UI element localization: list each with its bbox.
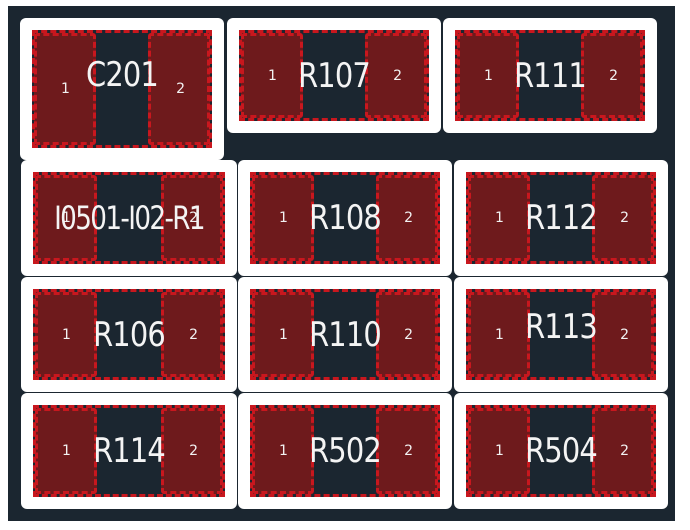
pad-1[interactable]: 1 [457, 33, 519, 118]
pad-number: 1 [495, 326, 504, 343]
pad-2[interactable]: 2 [161, 408, 223, 494]
pad-number: 1 [279, 326, 288, 343]
pad-2[interactable]: 2 [592, 175, 654, 261]
pad-number: 1 [62, 443, 71, 459]
pcb-board-canvas[interactable]: 1 2 C201 1 2 R107 1 2 R111 1 2 I0501-I02… [8, 6, 675, 521]
footprint-r107[interactable]: 1 2 R107 [227, 18, 441, 133]
pad-number: 2 [404, 443, 413, 459]
pad-1[interactable]: 1 [468, 408, 530, 494]
footprint-r111[interactable]: 1 2 R111 [443, 18, 657, 133]
pad-number: 2 [189, 210, 198, 226]
pad-number: 1 [279, 210, 288, 226]
pad-1[interactable]: 1 [35, 175, 97, 261]
reference-designator: R107 [298, 55, 371, 96]
reference-designator: R502 [309, 431, 382, 471]
pad-1[interactable]: 1 [35, 408, 97, 494]
pad-number: 1 [495, 210, 504, 226]
pad-number: 2 [393, 67, 402, 84]
pad-number: 2 [620, 443, 629, 459]
pad-number: 2 [404, 326, 413, 343]
pad-1[interactable]: 1 [252, 292, 314, 377]
pad-2[interactable]: 2 [592, 292, 654, 377]
pad-number: 1 [279, 443, 288, 459]
pad-1[interactable]: 1 [241, 33, 303, 118]
pad-2[interactable]: 2 [376, 408, 438, 494]
footprint-c201[interactable]: 1 2 C201 [20, 18, 224, 160]
footprint-r110[interactable]: 1 2 R110 [238, 277, 452, 392]
footprint-r114[interactable]: 1 2 R114 [21, 393, 237, 509]
pad-number: 2 [404, 210, 413, 226]
pad-number: 1 [268, 67, 277, 84]
pad-2[interactable]: 2 [161, 175, 223, 261]
pad-number: 2 [189, 326, 198, 343]
pad-number: 1 [484, 67, 493, 84]
pad-2[interactable]: 2 [376, 175, 438, 261]
pad-number: 2 [176, 81, 185, 97]
pad-number: 1 [61, 81, 70, 97]
reference-designator: R108 [309, 198, 382, 238]
pad-2[interactable]: 2 [581, 33, 643, 118]
pad-number: 1 [62, 326, 71, 343]
footprint-r504[interactable]: 1 2 R504 [454, 393, 668, 509]
footprint-r106[interactable]: 1 2 R106 [21, 277, 237, 392]
reference-designator: R114 [93, 431, 166, 471]
pad-2[interactable]: 2 [148, 33, 210, 145]
footprint-i0501-i02-r1[interactable]: 1 2 I0501-I02-R1 [21, 160, 237, 276]
pad-number: 1 [495, 443, 504, 459]
footprint-r502[interactable]: 1 2 R502 [238, 393, 452, 509]
footprint-r113[interactable]: 1 2 R113 [454, 277, 668, 392]
footprint-r108[interactable]: 1 2 R108 [238, 160, 452, 276]
pad-2[interactable]: 2 [592, 408, 654, 494]
pad-2[interactable]: 2 [376, 292, 438, 377]
pad-2[interactable]: 2 [161, 292, 223, 377]
reference-designator: R504 [525, 431, 598, 471]
footprint-r112[interactable]: 1 2 R112 [454, 160, 668, 276]
pad-1[interactable]: 1 [34, 33, 96, 145]
reference-designator: R110 [309, 314, 382, 355]
pad-number: 2 [609, 67, 618, 84]
pad-1[interactable]: 1 [468, 292, 530, 377]
reference-designator: I0501-I02-R1 [54, 199, 205, 237]
pad-1[interactable]: 1 [468, 175, 530, 261]
reference-designator: C201 [86, 54, 159, 95]
pad-1[interactable]: 1 [252, 408, 314, 494]
reference-designator: R106 [93, 314, 166, 355]
pad-2[interactable]: 2 [365, 33, 427, 118]
pad-number: 2 [620, 326, 629, 343]
pad-1[interactable]: 1 [35, 292, 97, 377]
pad-number: 1 [62, 210, 71, 226]
pad-number: 2 [189, 443, 198, 459]
reference-designator: R112 [525, 198, 598, 238]
pad-number: 2 [620, 210, 629, 226]
pad-1[interactable]: 1 [252, 175, 314, 261]
reference-designator: R111 [514, 55, 587, 96]
reference-designator: R113 [525, 307, 598, 348]
